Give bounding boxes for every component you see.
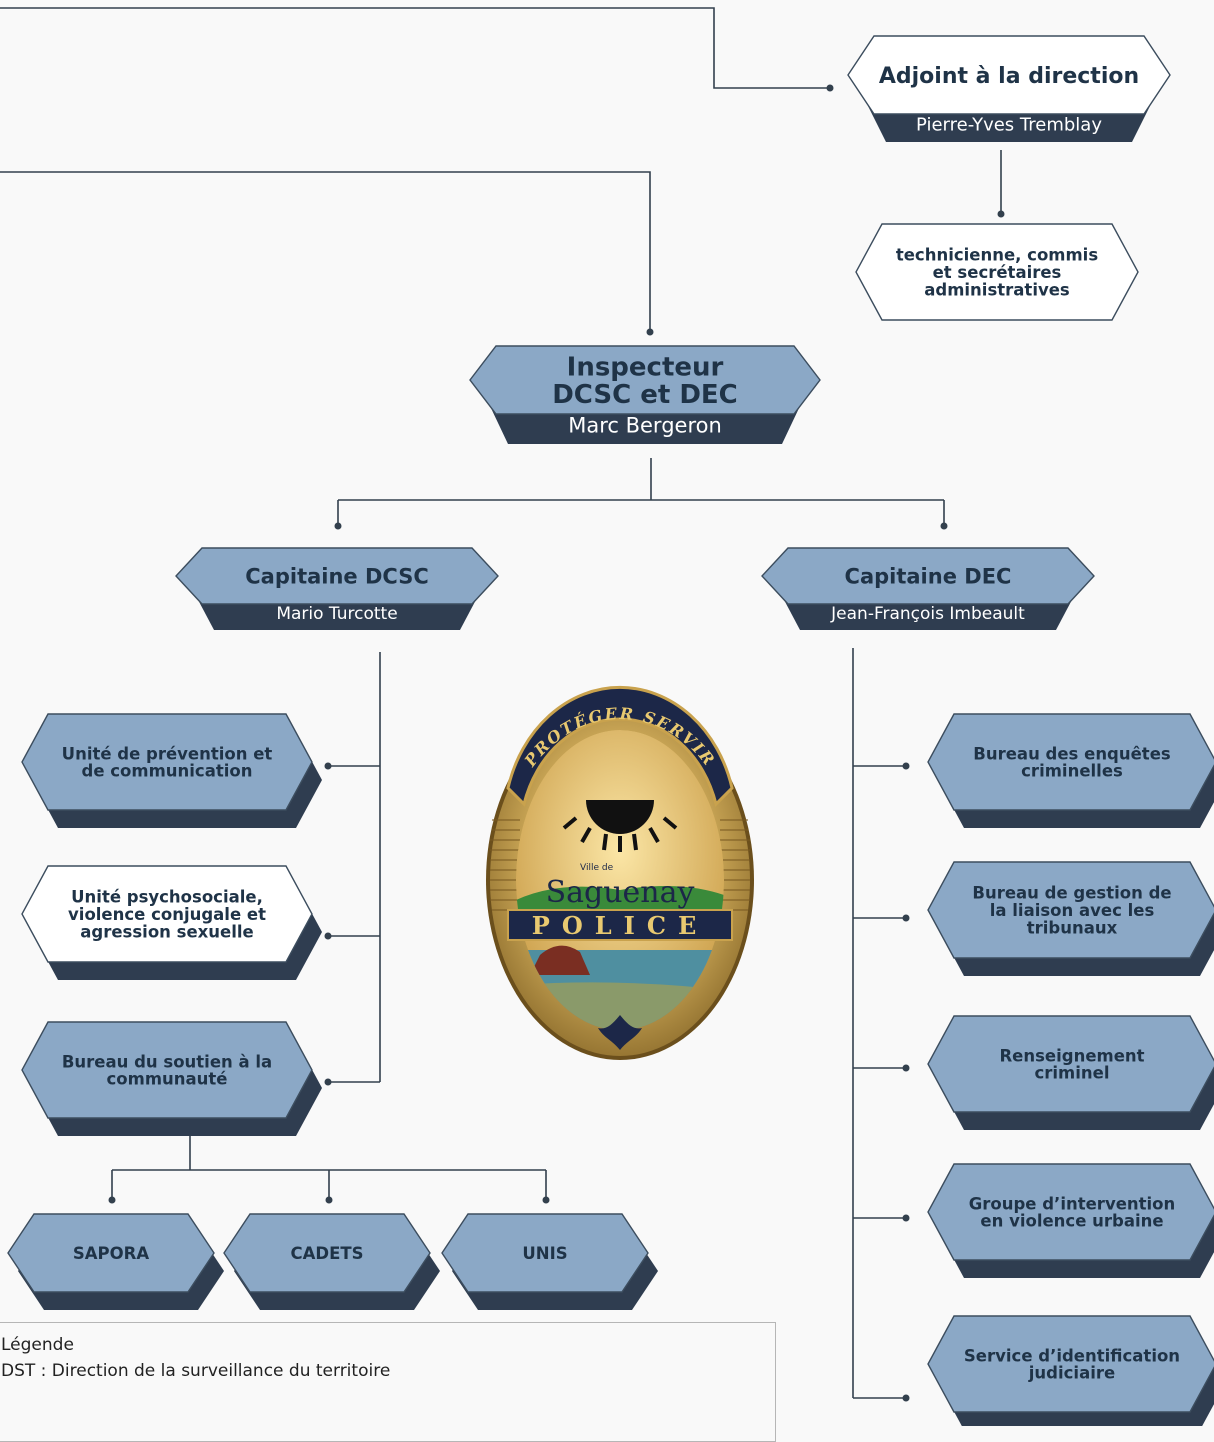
- badge-ville-de: Ville de: [580, 863, 614, 873]
- unit-title-line: Capitaine DEC: [845, 565, 1012, 589]
- connector-line: [852, 648, 906, 1399]
- box-shape: [761, 547, 1095, 605]
- connector-dot: [940, 522, 948, 530]
- unit-person-name: Pierre-Yves Tremblay: [916, 114, 1102, 135]
- connector-dot: [902, 1064, 910, 1072]
- connector-dot: [902, 914, 910, 922]
- org-unit-sapora: SAPORA: [7, 1213, 224, 1310]
- unit-title-line: Service d’identification: [964, 1346, 1180, 1365]
- box-shape: [927, 713, 1214, 811]
- name-band: [868, 106, 1150, 142]
- unit-person-name: Mario Turcotte: [276, 604, 397, 624]
- unit-title-line: CADETS: [291, 1244, 364, 1263]
- connector-dot: [902, 762, 910, 770]
- box-shape: [441, 1213, 649, 1293]
- connector-dot: [646, 328, 654, 336]
- police-badge-logo: PROTÉGER SERVIR Ville de Saguenay POLICE: [486, 685, 754, 1060]
- connector-dot: [108, 1196, 116, 1204]
- connector-line: [0, 171, 651, 332]
- box-shape: [21, 1021, 313, 1119]
- unit-title-line: violence conjugale et: [68, 905, 266, 924]
- unit-title-line: Groupe d’intervention: [969, 1194, 1176, 1213]
- unit-title-line: UNIS: [522, 1244, 567, 1263]
- org-unit-psychosociale: Unité psychosociale,violence conjugale e…: [21, 865, 322, 980]
- badge-police-label: POLICE: [532, 911, 708, 940]
- unit-title-line: Unité psychosociale,: [71, 888, 263, 907]
- connector-dot: [334, 522, 342, 530]
- badge-city: Saguenay: [546, 875, 695, 910]
- connector-dot: [324, 932, 332, 940]
- unit-title-line: criminelles: [1021, 762, 1123, 781]
- box-shape: [21, 713, 313, 811]
- unit-title-line: Bureau du soutien à la: [62, 1052, 272, 1071]
- unit-title-line: administratives: [924, 280, 1070, 299]
- connector-dot: [324, 762, 332, 770]
- unit-title-line: tribunaux: [1027, 918, 1118, 937]
- box-shape: [7, 1213, 215, 1293]
- unit-title-line: criminel: [1034, 1064, 1109, 1083]
- connector-lines: [0, 7, 1005, 1402]
- connector-line: [337, 458, 945, 526]
- box-shape: [927, 1315, 1214, 1413]
- unit-person-name: Marc Bergeron: [568, 414, 722, 438]
- box-shape: [927, 1163, 1214, 1261]
- box-shape: [469, 345, 821, 415]
- box-shape: [223, 1213, 431, 1293]
- unit-title-line: Inspecteur: [567, 353, 724, 383]
- connector-dot: [542, 1196, 550, 1204]
- unit-title-line: Adjoint à la direction: [879, 64, 1139, 89]
- unit-title-line: Renseignement: [999, 1046, 1144, 1065]
- connector-dot: [325, 1196, 333, 1204]
- unit-title-line: DCSC et DEC: [552, 380, 738, 410]
- box-shape: [927, 861, 1214, 959]
- unit-title-line: et secrétaires: [933, 263, 1062, 282]
- unit-person-name: Jean-François Imbeault: [830, 604, 1025, 624]
- legend-title: Légende: [1, 1335, 74, 1355]
- org-unit-cadets: CADETS: [223, 1213, 440, 1310]
- legend-box: Légende DST : Direction de la surveillan…: [0, 1322, 776, 1442]
- box-shape: [175, 547, 499, 605]
- connector-dot: [826, 84, 834, 92]
- connector-line: [328, 652, 381, 1083]
- unit-title-line: SAPORA: [73, 1244, 149, 1263]
- unit-title-line: de communication: [82, 762, 253, 781]
- org-unit-capitaine-dec: Capitaine DEC Jean-François Imbeault: [761, 547, 1095, 630]
- connector-dot: [902, 1214, 910, 1222]
- org-unit-unis: UNIS: [441, 1213, 658, 1310]
- unit-title-line: judiciaire: [1028, 1364, 1115, 1383]
- unit-title-line: en violence urbaine: [980, 1212, 1163, 1231]
- unit-title-line: la liaison avec les: [990, 901, 1155, 920]
- unit-title-line: Unité de prévention et: [62, 744, 273, 763]
- box-shape: [21, 865, 313, 963]
- unit-title-line: technicienne, commis: [896, 246, 1098, 265]
- unit-title-line: agression sexuelle: [80, 922, 254, 941]
- connector-dot: [902, 1394, 910, 1402]
- connector-dot: [997, 210, 1005, 218]
- org-unit-capitaine-dcsc: Capitaine DCSC Mario Turcotte: [175, 547, 499, 630]
- connector-dot: [324, 1078, 332, 1086]
- box-shape: [927, 1015, 1214, 1113]
- connector-line: [0, 7, 830, 89]
- name-band: [490, 406, 800, 444]
- box-shape: [855, 223, 1139, 321]
- unit-title-line: Capitaine DCSC: [245, 565, 429, 589]
- unit-title-line: communauté: [107, 1070, 228, 1089]
- box-shape: [847, 35, 1171, 115]
- unit-title-line: Bureau des enquêtes: [973, 744, 1171, 763]
- unit-title-line: Bureau de gestion de: [972, 884, 1171, 903]
- legend-line-dst: DST : Direction de la surveillance du te…: [1, 1361, 391, 1381]
- connector-line: [111, 1130, 547, 1200]
